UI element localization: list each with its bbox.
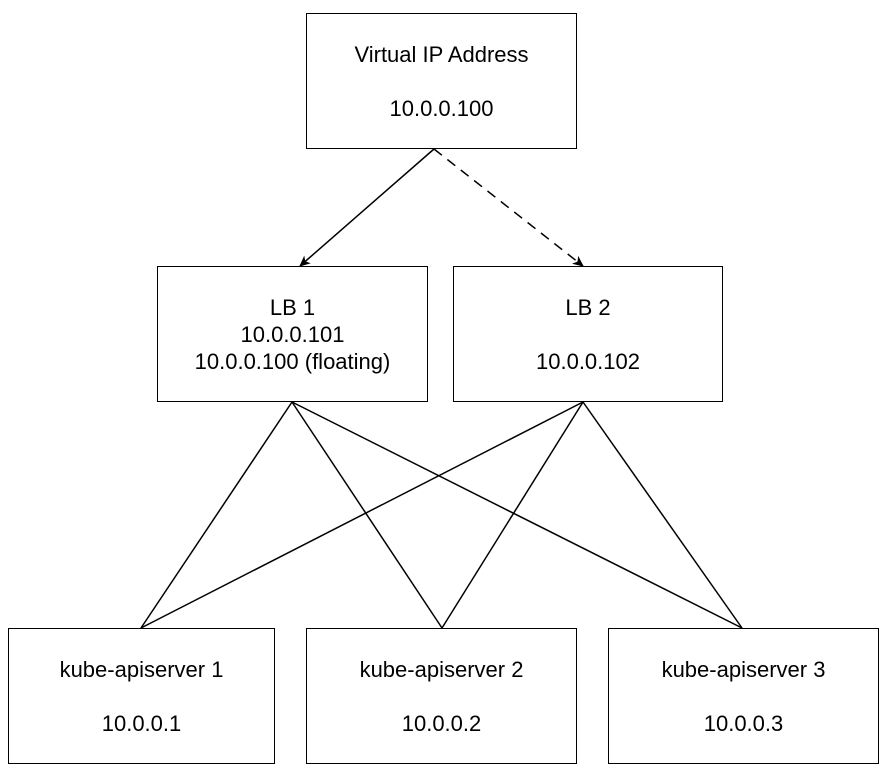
edge-lb2-to-api2-line	[441, 401, 584, 629]
kube-apiserver-1-node: kube-apiserver 1 10.0.0.1	[8, 628, 275, 764]
edge-lb2-to-api3-line	[582, 401, 743, 629]
node-address: 10.0.0.100	[389, 95, 494, 121]
node-title: LB 2	[565, 294, 611, 320]
edge-vip-to-lb1-arrow	[299, 148, 435, 267]
node-floating-address: 10.0.0.100 (floating)	[194, 348, 391, 374]
node-title: kube-apiserver 2	[359, 656, 524, 682]
load-balancer-2-node: LB 2 10.0.0.102	[453, 266, 723, 402]
node-address: 10.0.0.3	[703, 710, 784, 736]
edge-lb1-to-api3-line	[291, 401, 743, 629]
node-title: kube-apiserver 1	[59, 656, 224, 682]
kube-apiserver-3-node: kube-apiserver 3 10.0.0.3	[608, 628, 879, 764]
node-address: 10.0.0.102	[536, 348, 640, 374]
node-title: LB 1	[269, 294, 316, 320]
node-title: Virtual IP Address	[354, 41, 529, 67]
node-address: 10.0.0.101	[240, 321, 345, 347]
kube-apiserver-2-node: kube-apiserver 2 10.0.0.2	[306, 628, 577, 764]
edge-lb2-to-api1-line	[140, 401, 584, 629]
edge-lb1-to-api1-line	[140, 401, 293, 629]
node-title: kube-apiserver 3	[661, 656, 826, 682]
virtual-ip-node: Virtual IP Address 10.0.0.100	[306, 13, 577, 149]
node-address: 10.0.0.1	[101, 710, 182, 736]
edge-vip-to-lb2-arrow	[433, 148, 584, 267]
load-balancer-1-node: LB 1 10.0.0.101 10.0.0.100 (floating)	[157, 266, 428, 402]
edge-lb1-to-api2-line	[291, 401, 443, 629]
node-address: 10.0.0.2	[401, 710, 482, 736]
